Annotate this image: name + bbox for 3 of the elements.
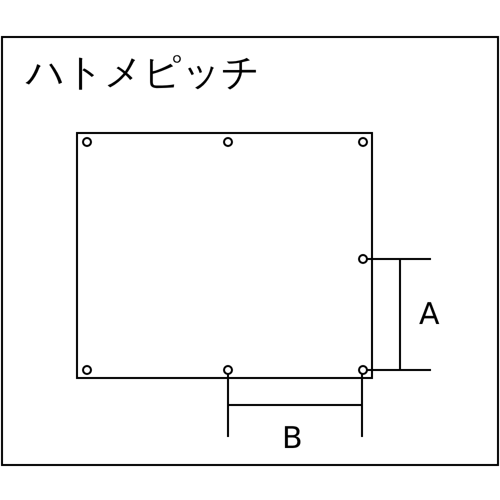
dimension-label: B xyxy=(282,424,303,454)
heading: ハトメピッチ xyxy=(26,53,260,91)
dimension-label: A xyxy=(419,300,440,330)
